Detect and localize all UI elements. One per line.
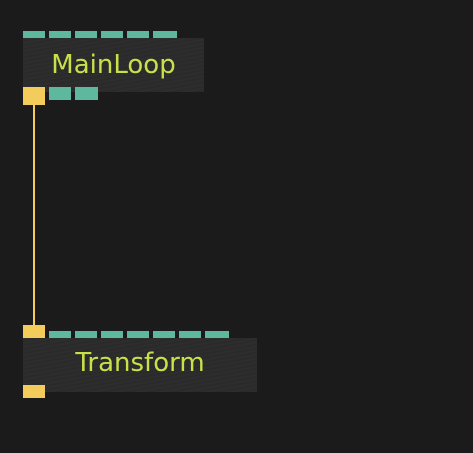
link-mainloop-to-transform[interactable] [33, 104, 35, 326]
output-pin[interactable] [23, 385, 45, 398]
node-title: Transform [75, 348, 205, 378]
node-transform[interactable]: Transform [23, 325, 257, 399]
output-pin[interactable] [49, 87, 71, 100]
node-body[interactable]: Transform [23, 338, 257, 392]
node-mainloop[interactable]: MainLoop [23, 31, 204, 105]
output-pin-selected[interactable] [23, 87, 45, 105]
node-title: MainLoop [51, 50, 176, 80]
node-body[interactable]: MainLoop [23, 38, 204, 92]
output-pin[interactable] [75, 87, 98, 100]
